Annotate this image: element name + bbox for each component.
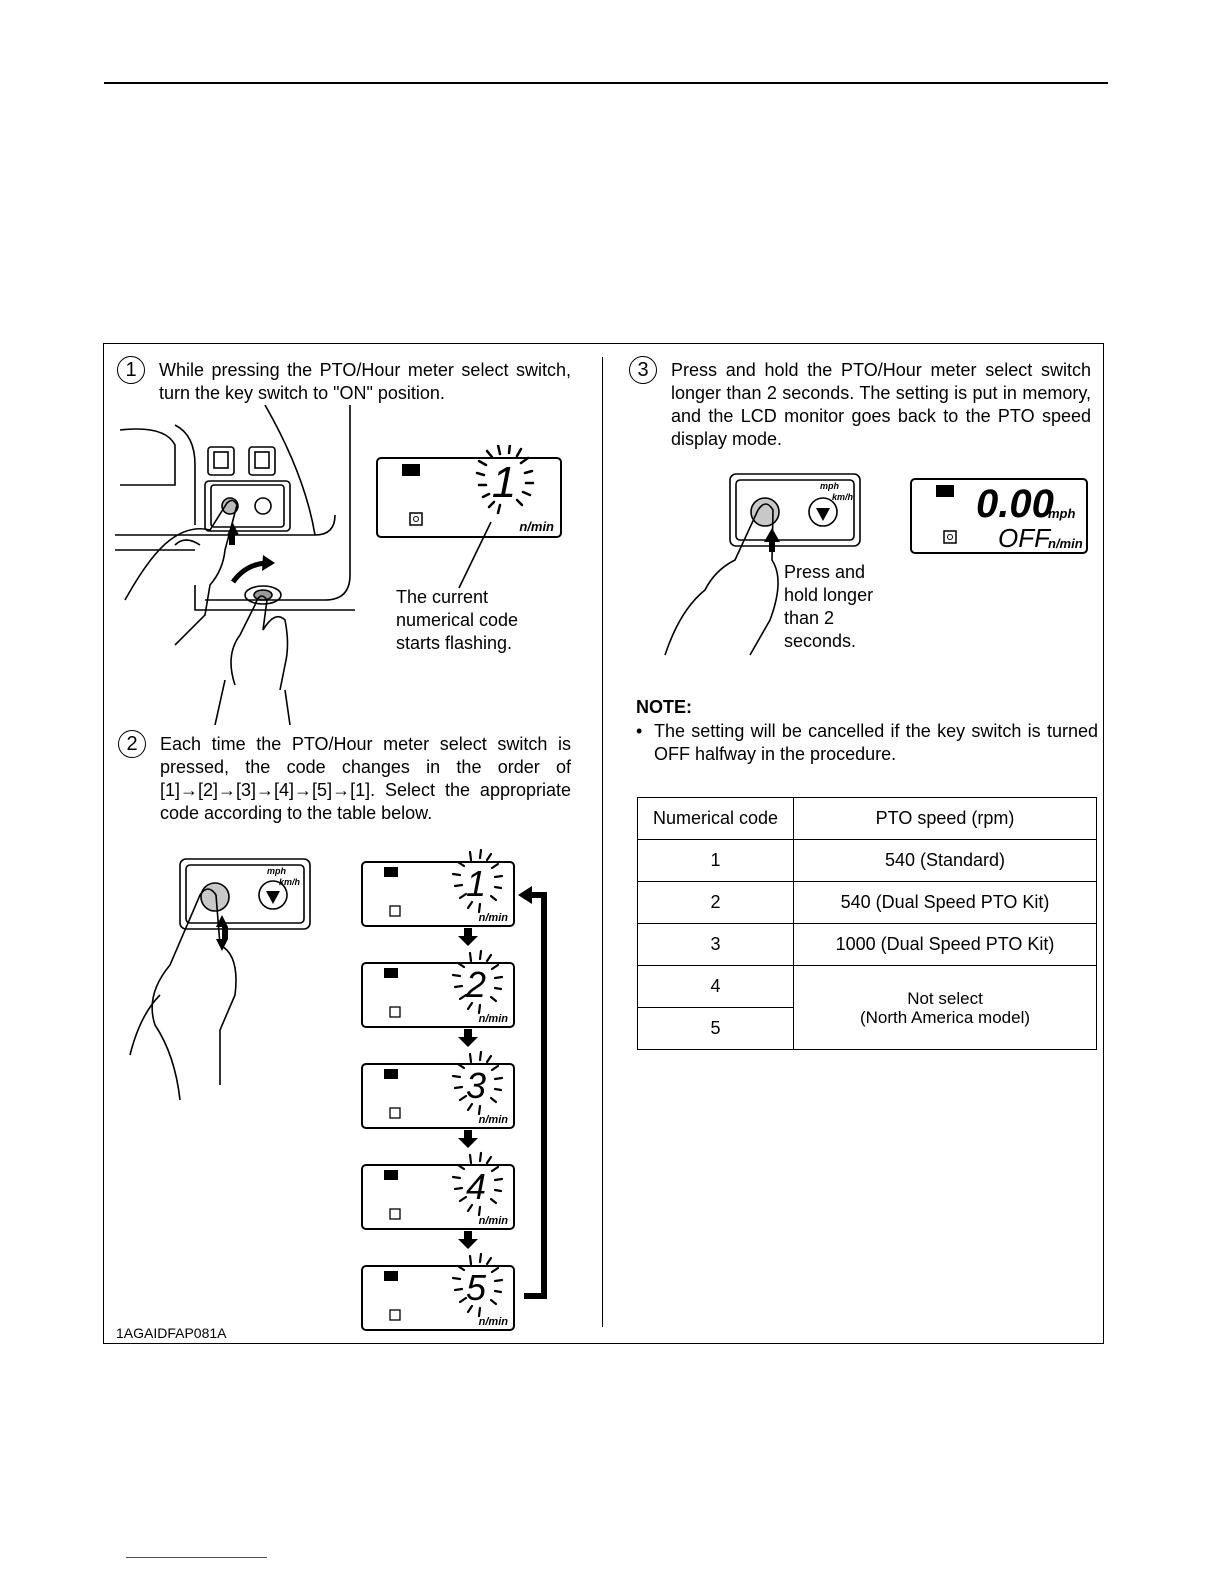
step-1: 1 While pressing the PTO/Hour meter sele… (117, 356, 571, 405)
down-arrow-icon (458, 1130, 478, 1148)
down-arrow-icon (458, 1231, 478, 1249)
speed-value: 0.00 (976, 482, 1054, 526)
pto-state: OFF (998, 523, 1052, 553)
step-1-callout: The current numerical code starts flashi… (396, 587, 519, 653)
table-cell: 5 (637, 1007, 794, 1050)
svg-text:km/h: km/h (832, 492, 854, 502)
step-2-number: 2 (118, 730, 146, 758)
step-1-number: 1 (117, 356, 145, 384)
table-row: 5 (637, 1007, 1097, 1050)
unit-label: n/min (479, 1013, 509, 1025)
code-digit: 4 (466, 1166, 486, 1207)
down-triangle-icon (266, 891, 280, 904)
dashboard-illustration (115, 405, 355, 725)
step-3-callout: Press and hold longer than 2 seconds. (784, 562, 874, 651)
hold-switch-illustration: mph km/h (664, 473, 861, 656)
down-arrow-icon (458, 1029, 478, 1047)
unit-label: n/min (479, 1316, 509, 1328)
table-row: 1 540 (Standard) (637, 839, 1097, 882)
lcd-code-5: 5 n/min (361, 1252, 515, 1331)
svg-text:mph: mph (820, 481, 840, 491)
step-3: 3 Press and hold the PTO/Hour meter sele… (629, 356, 1091, 451)
lcd-code-3: 3 n/min (361, 1050, 515, 1129)
table-header-row: Numerical code PTO speed (rpm) (637, 797, 1097, 840)
lcd-code-2: 2 n/min (361, 949, 515, 1028)
select-switch-illustration: mph km/h (129, 858, 311, 1101)
step-2: 2 Each time the PTO/Hour meter select sw… (118, 730, 571, 825)
top-rule (104, 82, 1108, 84)
code-digit: 3 (466, 1065, 486, 1106)
table-header: PTO speed (rpm) (793, 797, 1097, 840)
turn-arrow-icon (262, 555, 275, 571)
unit-label: n/min (479, 1215, 509, 1227)
code-digit: 1 (492, 458, 516, 507)
up-arrow-icon (764, 528, 780, 552)
table-cell: 540 (Dual Speed PTO Kit) (793, 881, 1097, 924)
lcd-sequence: 1 n/min 2 n/min 3 n/min 4 n/min 5 n/min (361, 848, 547, 1331)
step-2-text: Each time the PTO/Hour meter select swit… (160, 734, 571, 823)
lcd-code-1: 1 n/min (361, 848, 515, 927)
table-merged-cell: Not select (North America model) (793, 965, 1097, 1050)
lcd-speed-display: 0.00 mph OFF n/min (910, 478, 1088, 554)
table-row: 2 540 (Dual Speed PTO Kit) (637, 881, 1097, 924)
code-digit: 5 (466, 1267, 487, 1308)
rpm-unit: n/min (1048, 536, 1083, 551)
column-divider (602, 357, 603, 1327)
loop-back-arrow-icon (524, 892, 547, 1299)
table-row: 4 Not select (North America model) (637, 965, 1097, 1050)
note-body: • The setting will be cancelled if the k… (636, 720, 1098, 766)
table-cell: 2 (637, 881, 794, 924)
table-cell: 1000 (Dual Speed PTO Kit) (793, 923, 1097, 966)
callout-line (458, 521, 492, 589)
note-bullet: • (636, 721, 643, 741)
figure-id: 1AGAIDFAP081A (116, 1325, 227, 1341)
lcd-flashing-display: 1 n/min (376, 442, 564, 541)
flash-rays-icon (475, 442, 535, 515)
table-cell: 1 (637, 839, 794, 882)
svg-text:km/h: km/h (279, 877, 301, 887)
figure-frame (103, 343, 1104, 1344)
table-cell: 4 (637, 965, 794, 1008)
unit-label: n/min (519, 519, 554, 534)
table-header: Numerical code (637, 797, 794, 840)
footer-link-line (126, 1557, 267, 1558)
table-cell: 540 (Standard) (793, 839, 1097, 882)
down-arrow-icon (458, 928, 478, 946)
unit-label: n/min (479, 912, 509, 924)
unit-label: n/min (479, 1114, 509, 1126)
svg-text:mph: mph (267, 866, 287, 876)
step-1-text: While pressing the PTO/Hour meter select… (159, 360, 571, 403)
up-arrow-icon (227, 523, 239, 535)
table-cell: 3 (637, 923, 794, 966)
table-row: 3 1000 (Dual Speed PTO Kit) (637, 923, 1097, 966)
step-3-text: Press and hold the PTO/Hour meter select… (671, 360, 1091, 449)
note-heading: NOTE: (636, 697, 692, 717)
press-arrow-icon (216, 915, 228, 951)
lcd-sequence-group: 1 n/min 2 n/min 3 n/min 4 n/min 5 n/min (361, 848, 547, 1331)
speed-unit: mph (1048, 506, 1076, 521)
down-triangle-icon (816, 508, 830, 521)
step-3-number: 3 (629, 356, 657, 384)
code-table: Numerical code PTO speed (rpm) 1 540 (St… (637, 797, 1097, 1050)
code-digit: 1 (466, 863, 486, 904)
code-digit: 2 (465, 964, 486, 1005)
lcd-code-4: 4 n/min (361, 1151, 515, 1230)
note-text: The setting will be cancelled if the key… (654, 721, 1098, 764)
